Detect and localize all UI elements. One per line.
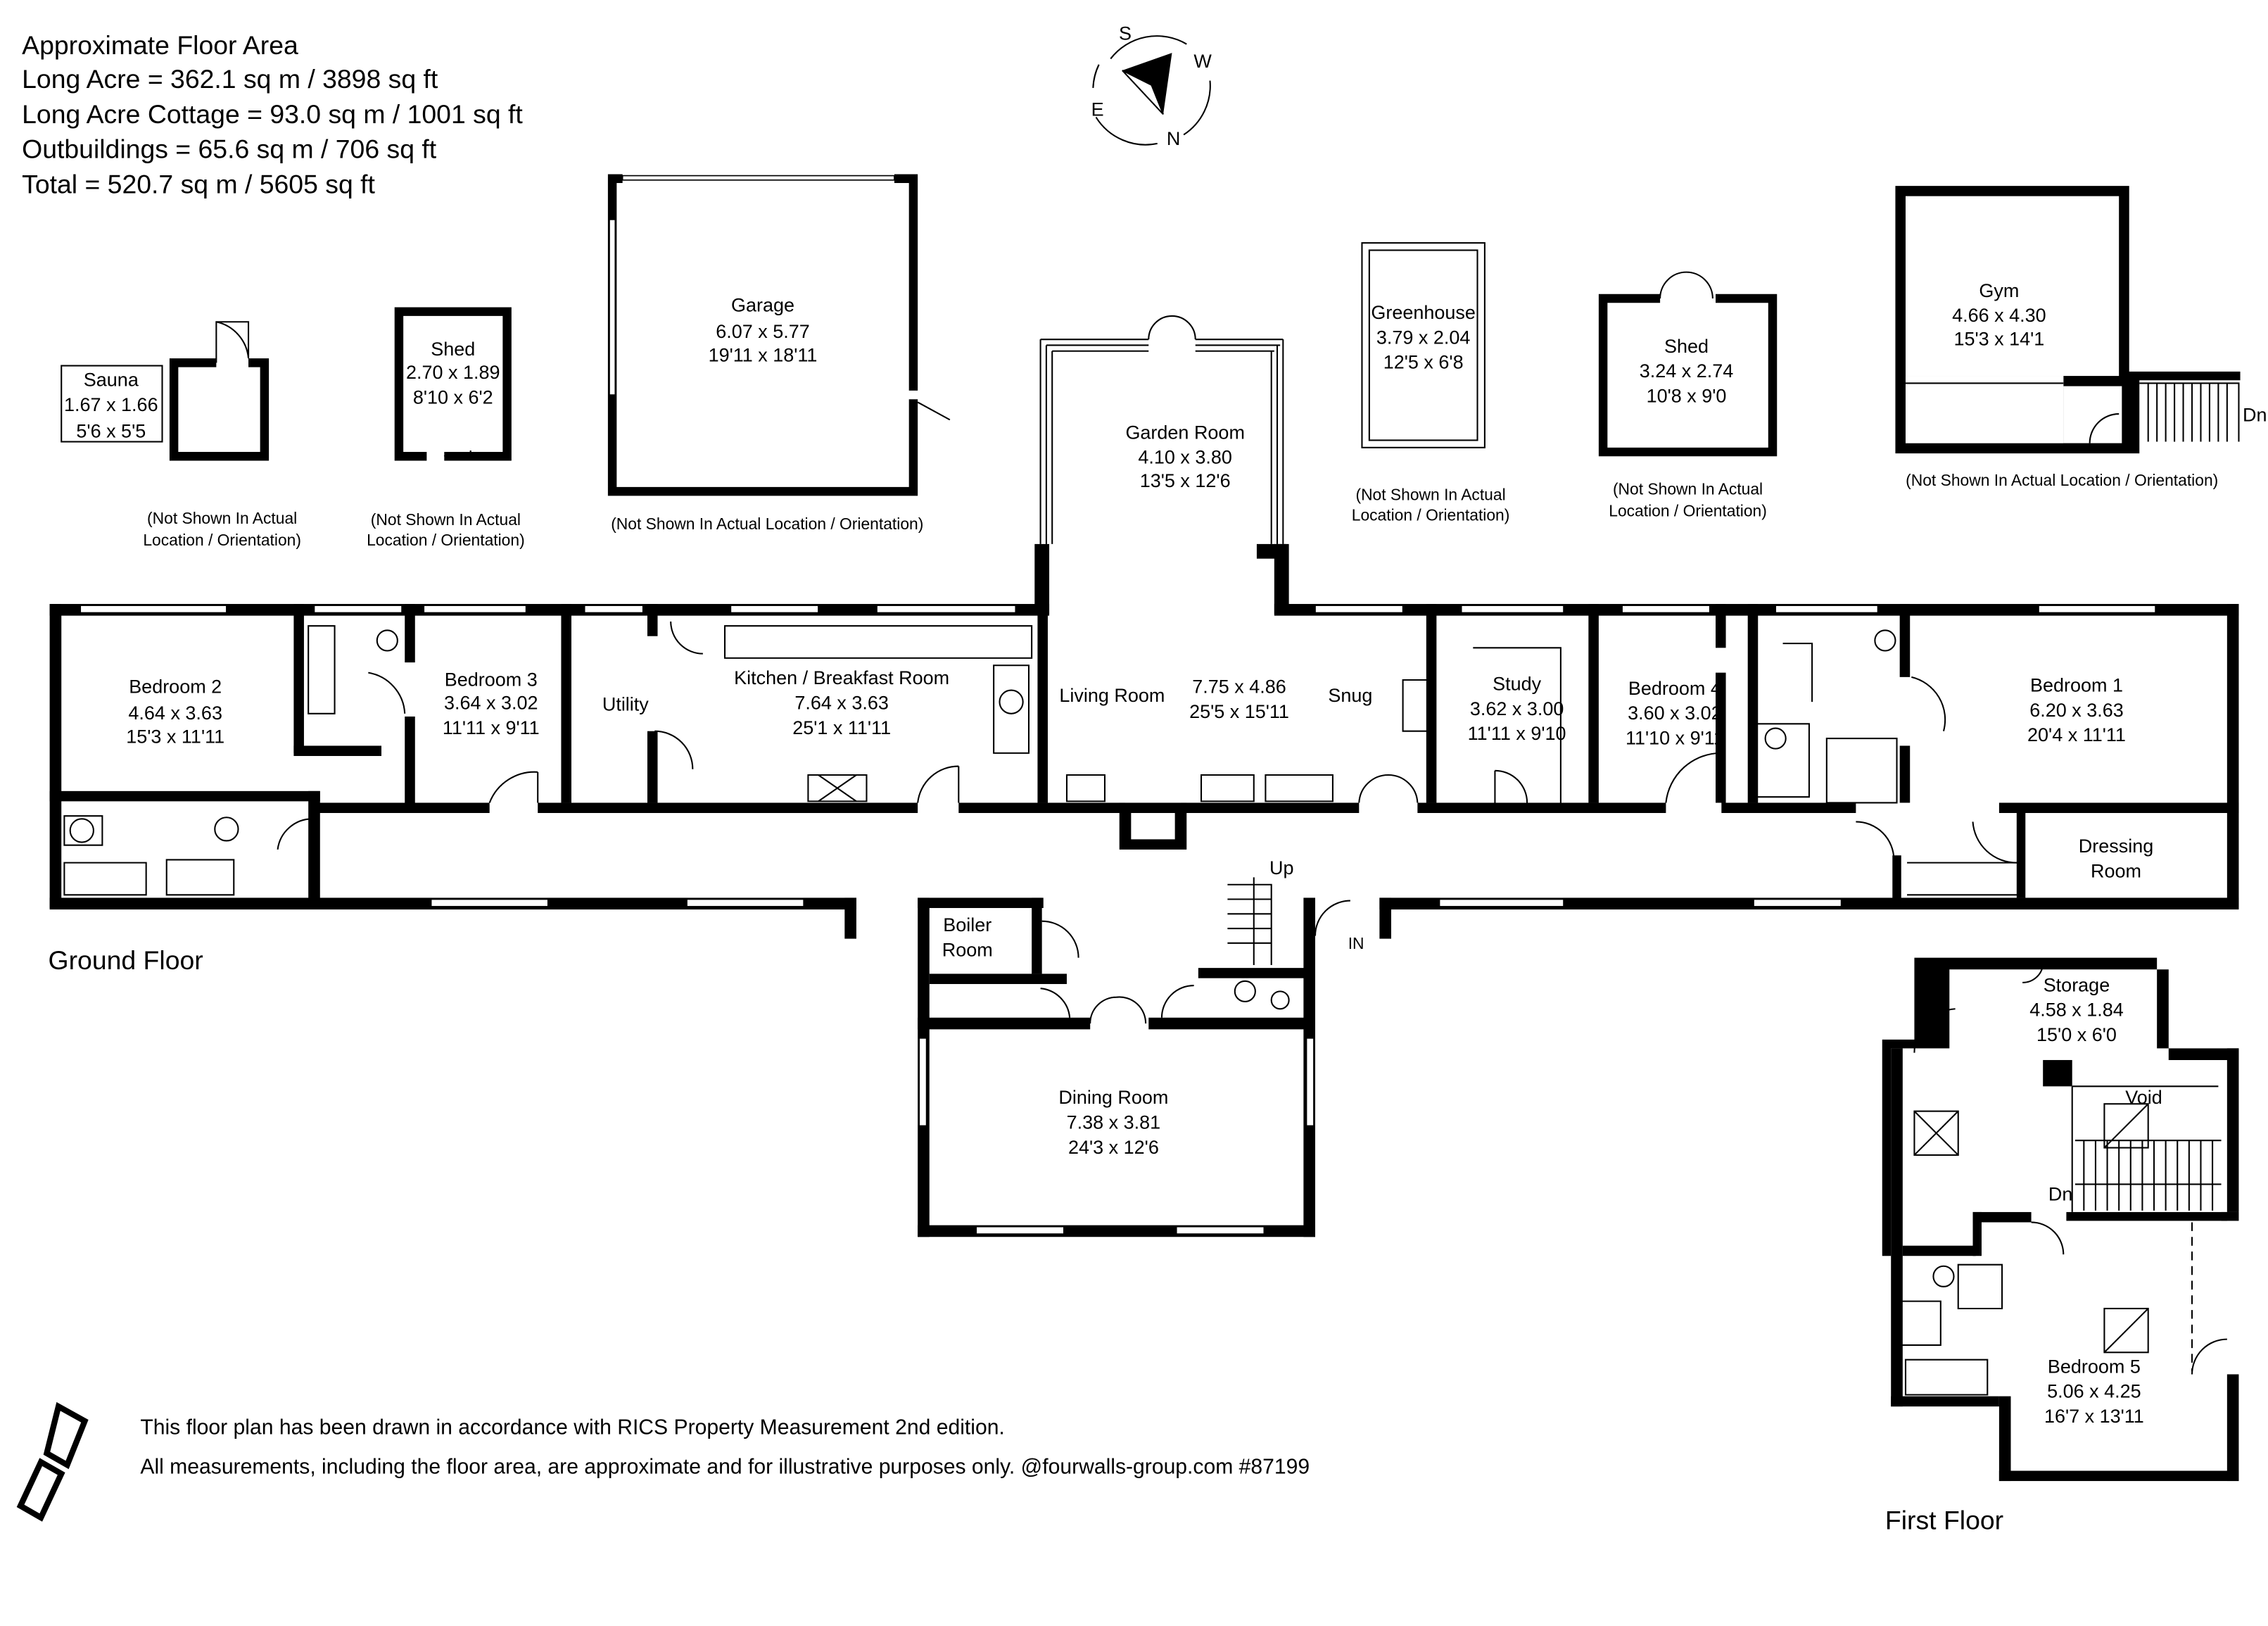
room-imperial: 15'3 x 11'11 bbox=[126, 726, 224, 747]
room-imperial: 25'1 x 11'11 bbox=[792, 717, 891, 738]
compass-icon: S W E N bbox=[1091, 23, 1212, 149]
floor-title: Ground Floor bbox=[49, 945, 203, 975]
room-metric: 2.70 x 1.89 bbox=[406, 362, 500, 383]
location-note: Location / Orientation) bbox=[143, 531, 301, 549]
room-metric: 4.66 x 4.30 bbox=[1952, 305, 2046, 326]
area-line: Long Acre = 362.1 sq m / 3898 sq ft bbox=[22, 64, 438, 94]
location-note: (Not Shown In Actual bbox=[1355, 486, 1505, 504]
room-imperial: 13'5 x 12'6 bbox=[1140, 470, 1231, 491]
location-note: (Not Shown In Actual bbox=[1613, 479, 1763, 498]
room-imperial: 11'10 x 9'11 bbox=[1626, 727, 1724, 748]
room-metric: 7.75 x 4.86 bbox=[1192, 676, 1286, 698]
room-name: Dining Room bbox=[1058, 1087, 1168, 1108]
room-name: Garden Room bbox=[1125, 422, 1244, 443]
void-label: Void bbox=[2125, 1087, 2162, 1108]
ground-floor: Garden Room 4.10 x 3.80 13'5 x 12'6 Bedr… bbox=[49, 315, 2239, 1237]
entrance-label: IN bbox=[1348, 934, 1364, 952]
shed-large: Shed 3.24 x 2.74 10'8 x 9'0 (Not Shown I… bbox=[1598, 271, 1778, 519]
area-line: Long Acre Cottage = 93.0 sq m / 1001 sq … bbox=[22, 99, 523, 129]
room-metric: 7.64 x 3.63 bbox=[794, 693, 889, 714]
room-metric: 4.10 x 3.80 bbox=[1138, 447, 1232, 468]
shed-small: Shed 2.70 x 1.89 8'10 x 6'2 (Not Shown I… bbox=[367, 307, 525, 549]
room-metric: 4.58 x 1.84 bbox=[2029, 1000, 2124, 1021]
room-name: Sauna bbox=[84, 370, 139, 391]
room-metric: 6.20 x 3.63 bbox=[2029, 700, 2124, 721]
room-name: Room bbox=[2091, 860, 2141, 881]
room-metric: 7.38 x 3.81 bbox=[1067, 1112, 1161, 1133]
room-metric: 3.24 x 2.74 bbox=[1640, 360, 1734, 382]
stairs-up-label: Up bbox=[1269, 857, 1294, 878]
room-imperial: 20'4 x 11'11 bbox=[2027, 724, 2126, 745]
room-imperial: 11'11 x 9'10 bbox=[1468, 723, 1566, 744]
room-imperial: 15'3 x 14'1 bbox=[1953, 328, 2044, 349]
footer-disclaimer: This floor plan has been drawn in accord… bbox=[140, 1416, 1004, 1439]
room-metric: 6.07 x 5.77 bbox=[716, 321, 810, 342]
area-summary: Approximate Floor Area Long Acre = 362.1… bbox=[22, 30, 523, 198]
room-metric: 5.06 x 4.25 bbox=[2047, 1381, 2141, 1402]
room-name: Storage bbox=[2044, 974, 2110, 995]
greenhouse: Greenhouse 3.79 x 2.04 12'5 x 6'8 (Not S… bbox=[1352, 242, 1510, 524]
location-note: (Not Shown In Actual bbox=[371, 510, 521, 529]
room-name: Greenhouse bbox=[1371, 302, 1476, 323]
room-name: Bedroom 5 bbox=[2048, 1356, 2141, 1377]
stairs-down-label: Dn bbox=[2243, 404, 2267, 425]
room-name: Utility bbox=[602, 694, 649, 715]
first-floor: Storage 4.58 x 1.84 15'0 x 6'0 Void Dn B… bbox=[1882, 957, 2239, 1535]
room-name: Boiler bbox=[943, 914, 992, 935]
room-metric: 3.79 x 2.04 bbox=[1376, 327, 1471, 348]
room-imperial: 15'0 x 6'0 bbox=[2036, 1024, 2117, 1045]
room-imperial: 5'6 x 5'5 bbox=[76, 420, 146, 441]
room-imperial: 24'3 x 12'6 bbox=[1068, 1137, 1159, 1158]
room-imperial: 8'10 x 6'2 bbox=[413, 387, 493, 408]
room-imperial: 12'5 x 6'8 bbox=[1383, 352, 1464, 373]
garage: Garage 6.07 x 5.77 19'11 x 18'11 (Not Sh… bbox=[607, 174, 951, 533]
room-name: Snug bbox=[1328, 685, 1372, 706]
stairs-down-label: Dn bbox=[2048, 1183, 2073, 1204]
location-note: Location / Orientation) bbox=[1352, 506, 1510, 524]
room-name: Garage bbox=[731, 295, 794, 316]
room-name: Study bbox=[1493, 674, 1542, 695]
room-name: Dressing bbox=[2079, 836, 2153, 857]
room-imperial: 11'11 x 9'11 bbox=[443, 717, 540, 738]
room-metric: 3.64 x 3.02 bbox=[444, 693, 538, 714]
room-name: Shed bbox=[1664, 336, 1709, 357]
room-imperial: 19'11 x 18'11 bbox=[709, 344, 818, 365]
area-title: Approximate Floor Area bbox=[22, 30, 298, 60]
room-metric: 3.60 x 3.02 bbox=[1628, 702, 1722, 724]
room-metric: 3.62 x 3.00 bbox=[1470, 698, 1564, 719]
location-note: (Not Shown In Actual Location / Orientat… bbox=[1906, 471, 2218, 489]
room-name: Kitchen / Breakfast Room bbox=[734, 667, 949, 688]
compass-w: W bbox=[1193, 51, 1212, 72]
room-name: Gym bbox=[1979, 280, 2019, 301]
room-name: Bedroom 1 bbox=[2030, 675, 2123, 696]
room-metric: 1.67 x 1.66 bbox=[64, 394, 158, 415]
gym: Gym 4.66 x 4.30 15'3 x 14'1 Dn (Not Show… bbox=[1895, 186, 2267, 489]
location-note: Location / Orientation) bbox=[367, 531, 525, 549]
sauna: Sauna 1.67 x 1.66 5'6 x 5'5 (Not Shown I… bbox=[61, 321, 301, 549]
location-note: (Not Shown In Actual bbox=[147, 509, 297, 527]
room-imperial: 16'7 x 13'11 bbox=[2044, 1406, 2144, 1427]
room-name: Room bbox=[942, 940, 993, 961]
room-name: Living Room bbox=[1059, 685, 1165, 706]
compass-e: E bbox=[1091, 99, 1104, 120]
compass-n: N bbox=[1167, 128, 1181, 149]
room-imperial: 10'8 x 9'0 bbox=[1647, 385, 1727, 406]
room-name: Shed bbox=[431, 339, 475, 360]
room-name: Bedroom 2 bbox=[129, 676, 222, 698]
floor-title: First Floor bbox=[1885, 1506, 2003, 1535]
room-name: Bedroom 3 bbox=[445, 669, 538, 690]
area-line: Total = 520.7 sq m / 5605 sq ft bbox=[22, 169, 375, 198]
room-imperial: 25'5 x 15'11 bbox=[1189, 701, 1289, 722]
compass-s: S bbox=[1119, 23, 1132, 44]
location-note: Location / Orientation) bbox=[1609, 501, 1767, 519]
area-line: Outbuildings = 65.6 sq m / 706 sq ft bbox=[22, 134, 437, 164]
room-metric: 4.64 x 3.63 bbox=[128, 702, 222, 724]
room-name: Bedroom 4 bbox=[1628, 678, 1721, 699]
footer-disclaimer: All measurements, including the floor ar… bbox=[140, 1456, 1310, 1479]
location-note: (Not Shown In Actual Location / Orientat… bbox=[611, 515, 923, 533]
fourwalls-logo bbox=[16, 1401, 89, 1522]
